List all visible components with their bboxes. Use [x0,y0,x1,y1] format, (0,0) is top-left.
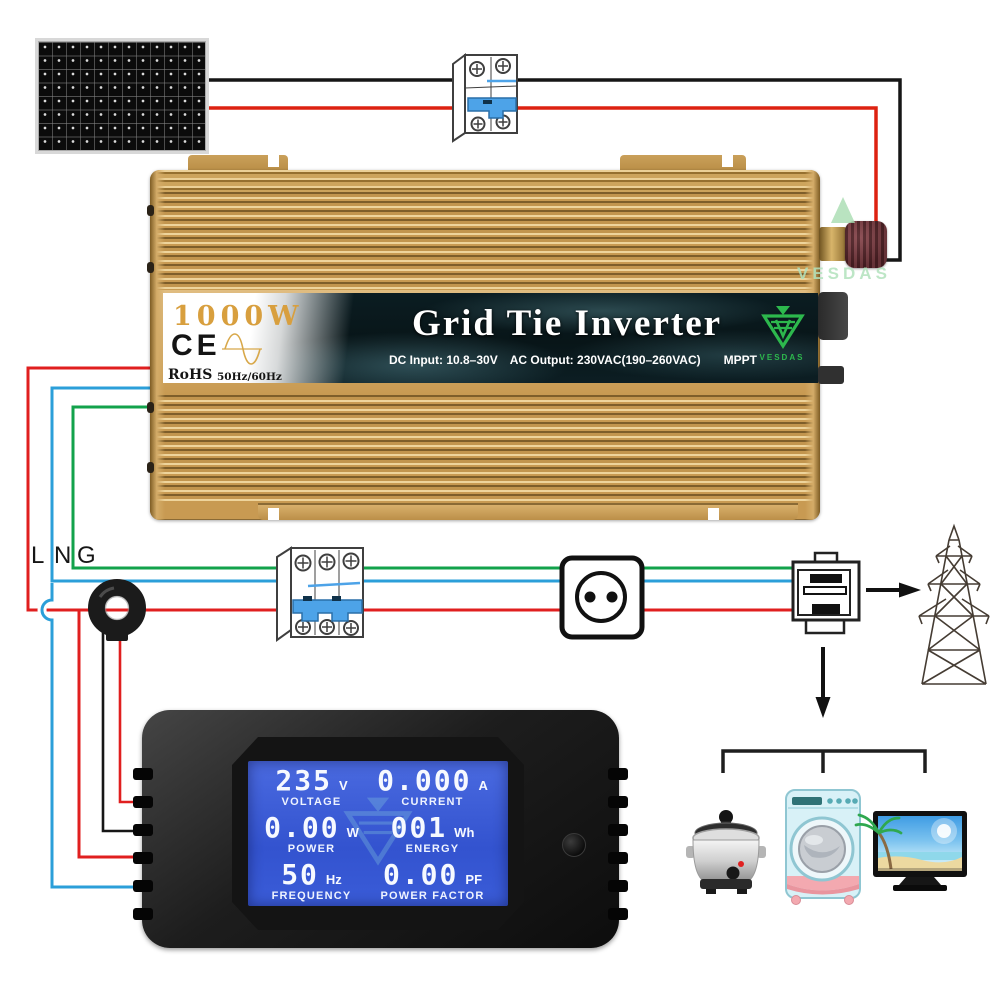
energy-unit: Wh [454,825,475,840]
mppt-spec: MPPT [723,353,757,367]
brand-name: VESDAS [759,353,805,362]
solar-panel-icon [35,38,209,154]
frequency-label: FREQUENCY [271,890,352,902]
meter-terminal-rib [608,852,628,864]
label-ground: G [77,542,96,569]
inverter-heatsink-fins-bottom [150,395,820,503]
ct-clamp-icon [88,579,146,641]
meter-terminal-rib [608,880,628,892]
inverter-flange-slit [268,508,279,520]
meter-terminal-rib [133,880,153,892]
energy-meter-icon [791,551,861,635]
wire-dc-positive [203,106,878,226]
inverter-top-flange-right [620,155,746,173]
ce-mark: CE [171,329,221,362]
arrow-down-icon [815,647,831,718]
meter-terminal-rib [133,796,153,808]
ac-wires [26,366,792,889]
inverter-flange-slit [722,155,733,167]
voltage-label: VOLTAGE [281,796,342,808]
meter-terminal-rib [608,796,628,808]
inverter-flange-slit [708,508,719,520]
lcd-screen: 235 V VOLTAGE 0.000 A CURRENT 0.00 W POWER … [248,761,508,906]
wire-neutral [50,386,792,583]
meter-button [562,833,586,857]
inverter-ridges [150,170,820,192]
inverter-screw [147,262,154,273]
dc-wires [203,78,902,262]
grid-tower-icon [918,523,990,685]
wire-ground [71,405,792,570]
inverter-screw [147,205,154,216]
pf-label: POWER FACTOR [380,890,485,902]
distribution-bracket [721,749,927,773]
wire-neutral-sense [40,583,150,889]
lcd-row-power-energy: 0.00 W POWER 001 Wh ENERGY [248,811,508,856]
watermark-brand: VESDAS [797,264,891,283]
meter-terminal-rib [133,852,153,864]
dc-terminal-ring [819,227,847,261]
ac-output-spec: AC Output: 230VAC(190–260VAC) [509,353,701,367]
frequency-unit: Hz [325,872,342,887]
power-rating: 1000W [173,301,304,332]
meter-terminal-rib [608,824,628,836]
inverter-label: 1000W CE RoHS 50Hz/60Hz Grid Tie Inverte… [163,293,818,383]
energy-label: ENERGY [405,843,460,855]
wire-live [26,366,792,612]
dc-breaker-icon [452,53,518,143]
side-connector [818,292,848,340]
tv-icon [854,811,967,891]
meter-terminal-rib [133,908,153,920]
brand-logo-icon [761,306,805,349]
arrow-right-icon [866,582,921,598]
side-connector-small [818,366,844,384]
inverter-screw [147,462,154,473]
inverter-top-flange-left [188,155,288,173]
lcd-row-voltage-current: 235 V VOLTAGE 0.000 A CURRENT [248,764,508,809]
dc-terminal-knob [845,221,887,268]
watermark-triangle-icon [831,197,855,223]
sine-wave-icon [222,333,262,365]
power-label: POWER [287,843,336,855]
energy-value: 001 [390,811,448,844]
spec-line: DC Input: 10.8–30V AC Output: 230VAC(190… [389,353,757,367]
meter-terminal-rib [133,824,153,836]
current-label: CURRENT [401,796,464,808]
rohs-mark: RoHS [168,367,213,383]
pf-value: 0.00 [382,858,459,891]
dc-input-spec: DC Input: 10.8–30V [389,353,498,367]
power-meter-device: 235 V VOLTAGE 0.000 A CURRENT 0.00 W POWER … [133,710,628,948]
lcd-bezel: 235 V VOLTAGE 0.000 A CURRENT 0.00 W POWER … [232,737,524,930]
rice-cooker-icon [686,810,766,894]
current-value: 0.000 [377,764,472,797]
product-title: Grid Tie Inverter [411,303,723,344]
power-value: 0.00 [264,811,340,844]
inverter-body: 1000W CE RoHS 50Hz/60Hz Grid Tie Inverte… [150,170,820,520]
meter-terminal-rib [133,768,153,780]
voltage-value: 235 [275,764,332,797]
inverter-flange-slit [268,155,279,167]
current-unit: A [478,778,488,793]
ac-breaker-icon [276,546,364,642]
wall-socket-icon [559,555,645,640]
inverter-heatsink-fins-top [150,192,820,290]
meter-terminal-rib [608,908,628,920]
lcd-row-frequency-pf: 50 Hz FREQUENCY 0.00 PF POWER FACTOR [248,858,508,903]
frequency-value: 50 [281,858,319,891]
label-live: L [31,542,45,569]
frequency-rating: 50Hz/60Hz [217,371,282,383]
label-neutral: N [54,542,72,569]
meter-terminal-rib [608,768,628,780]
inverter-bottom-flange [258,503,798,520]
power-unit: W [346,825,359,840]
washing-machine-icon [785,789,861,905]
inverter-screw [147,402,154,413]
voltage-unit: V [338,778,348,793]
lcd-watermark-icon [343,797,413,866]
pf-unit: PF [465,872,483,887]
inverter-left-cap [150,170,165,520]
wire-live-sense [77,610,150,859]
wire-dc-negative [203,78,902,262]
